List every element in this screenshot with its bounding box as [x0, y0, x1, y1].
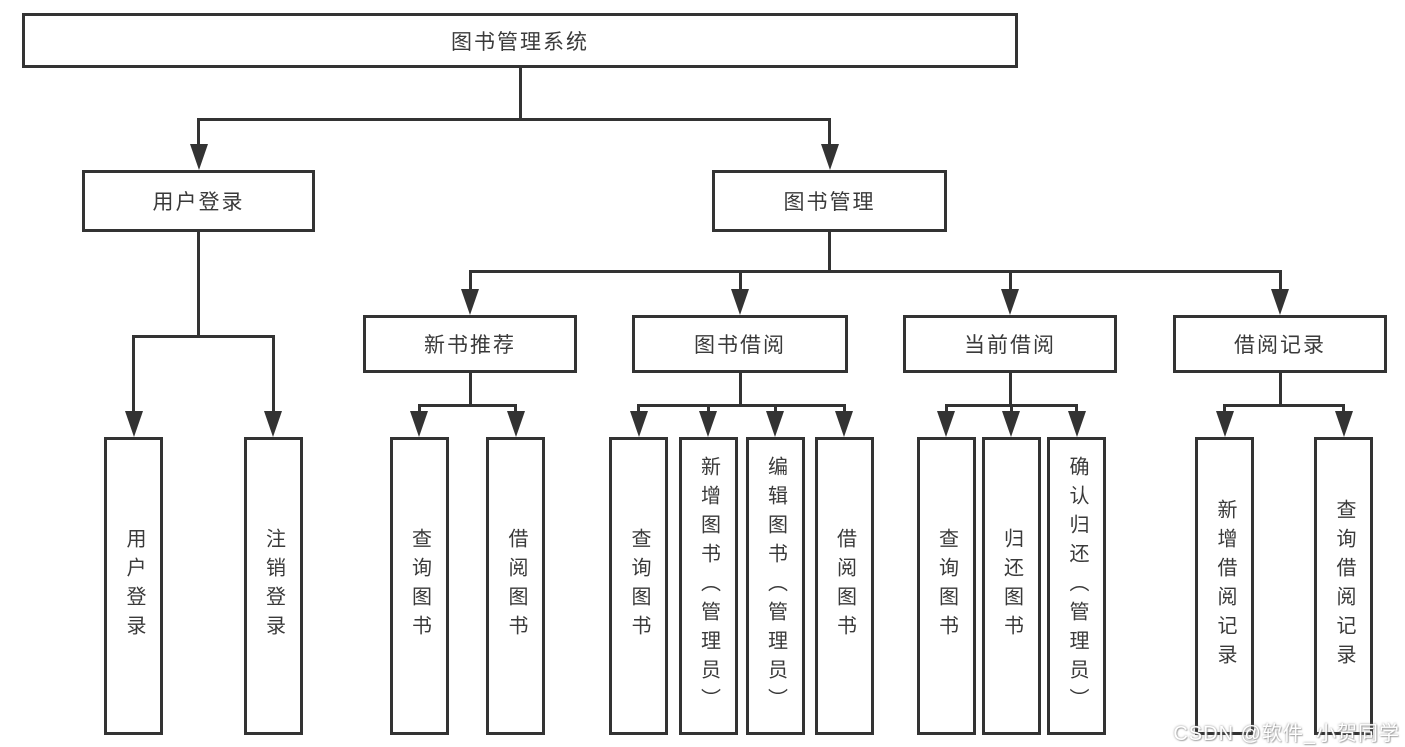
node-book-mgmt-label: 图书管理 [783, 191, 876, 214]
leaf-logout-label: 注销登录 [262, 528, 285, 644]
arrow-into-nb-borrow-icon [506, 411, 525, 437]
arrow-into-borrow-records-icon [1271, 289, 1289, 315]
connector-drop-cb-return [1010, 404, 1013, 416]
leaf-logout: 注销登录 [243, 437, 303, 735]
connector-drop-borrow-records [1279, 270, 1282, 292]
arrow-into-bb-borrow-icon [835, 411, 853, 437]
connector-borrow-records-rail [1223, 404, 1345, 407]
arrow-into-bb-add-icon [699, 411, 717, 437]
node-user-login: 用户登录 [82, 170, 315, 232]
connector-drop-bb-borrow [843, 404, 846, 416]
csdn-watermark: CSDN @软件_小贺同学 [1173, 723, 1400, 745]
connector-level2-rail [469, 270, 1281, 273]
leaf-bb-edit-books-admin-label: 编辑图书（管理员） [764, 455, 787, 717]
leaf-nb-query-books: 查询图书 [389, 437, 449, 735]
node-borrow-records: 借阅记录 [1173, 315, 1387, 373]
leaf-cb-return-books: 归还图书 [981, 437, 1041, 735]
leaf-bb-borrow-books-label: 借阅图书 [833, 528, 856, 644]
connector-drop-leaf-login [132, 335, 135, 415]
leaf-user-login-label: 用户登录 [123, 528, 145, 644]
leaf-nb-borrow-books-label: 借阅图书 [505, 528, 527, 644]
connector-drop-br-add [1223, 404, 1226, 416]
arrow-into-leaf-login-icon [124, 411, 143, 437]
arrow-into-leaf-logout-icon [264, 411, 282, 437]
connector-new-books-trunk [469, 373, 472, 405]
leaf-bb-edit-books-admin: 编辑图书（管理员） [745, 437, 805, 735]
leaf-bb-borrow-books: 借阅图书 [814, 437, 874, 735]
leaf-cb-return-books-label: 归还图书 [1000, 528, 1023, 644]
arrow-into-br-add-icon [1215, 411, 1234, 437]
leaf-cb-confirm-return-admin: 确认归还（管理员） [1047, 437, 1106, 735]
connector-drop-book-mgmt [828, 118, 831, 148]
leaf-br-add-record: 新增借阅记录 [1195, 437, 1254, 735]
node-book-borrow: 图书借阅 [632, 315, 848, 373]
leaf-cb-confirm-return-admin-label: 确认归还（管理员） [1066, 455, 1088, 717]
connector-root-trunk [519, 68, 522, 118]
connector-user-login-trunk [197, 232, 200, 336]
leaf-nb-borrow-books: 借阅图书 [486, 437, 545, 735]
connector-drop-bb-add [707, 404, 710, 416]
node-user-login-label: 用户登录 [152, 191, 245, 214]
leaf-br-add-record-label: 新增借阅记录 [1214, 499, 1236, 673]
node-root-label: 图书管理系统 [451, 30, 589, 54]
node-borrow-records-label: 借阅记录 [1234, 334, 1326, 357]
connector-new-books-rail [418, 404, 517, 407]
connector-drop-nb-borrow [514, 404, 517, 416]
arrow-into-bb-edit-icon [766, 411, 784, 437]
connector-book-borrow-rail [637, 404, 846, 407]
arrow-into-cb-confirm-icon [1067, 411, 1086, 437]
connector-drop-current-borrow [1009, 270, 1012, 292]
leaf-bb-query-books: 查询图书 [609, 437, 668, 735]
leaf-user-login: 用户登录 [104, 437, 163, 735]
connector-user-login-rail [132, 335, 274, 338]
connector-drop-bb-edit [774, 404, 777, 416]
arrow-into-book-borrow-icon [731, 289, 749, 315]
leaf-cb-query-books: 查询图书 [916, 437, 976, 735]
leaf-bb-query-books-label: 查询图书 [628, 528, 650, 644]
connector-borrow-records-trunk [1279, 373, 1282, 405]
connector-drop-bb-query [637, 404, 640, 416]
connector-current-borrow-trunk [1009, 373, 1012, 405]
node-root: 图书管理系统 [22, 13, 1018, 68]
node-new-books-label: 新书推荐 [424, 334, 516, 357]
connector-drop-cb-confirm [1075, 404, 1078, 416]
leaf-nb-query-books-label: 查询图书 [408, 528, 431, 644]
arrow-into-bb-query-icon [629, 411, 648, 437]
connector-drop-user-login [197, 118, 200, 148]
connector-level1-rail [197, 118, 831, 121]
connector-book-borrow-trunk [739, 373, 742, 405]
leaf-bb-add-books-admin-label: 新增图书（管理员） [697, 455, 720, 717]
connector-drop-leaf-logout [272, 335, 275, 415]
node-book-borrow-label: 图书借阅 [694, 334, 786, 357]
leaf-br-query-record: 查询借阅记录 [1314, 437, 1373, 735]
arrow-into-new-books-icon [461, 289, 479, 315]
arrow-into-cb-query-icon [937, 411, 955, 437]
connector-drop-new-books [469, 270, 472, 292]
arrow-into-current-borrow-icon [1001, 289, 1019, 315]
arrow-into-book-mgmt-icon [820, 144, 839, 170]
arrow-into-br-query-icon [1334, 411, 1353, 437]
connector-drop-book-borrow [739, 270, 742, 292]
node-current-borrow-label: 当前借阅 [964, 334, 1056, 357]
arrow-into-nb-query-icon [410, 411, 428, 437]
node-new-books: 新书推荐 [363, 315, 577, 373]
arrow-into-user-login-icon [189, 144, 208, 170]
arrow-into-cb-return-icon [1002, 411, 1020, 437]
node-book-mgmt: 图书管理 [712, 170, 947, 232]
connector-drop-cb-query [945, 404, 948, 416]
leaf-br-query-record-label: 查询借阅记录 [1333, 499, 1355, 673]
leaf-cb-query-books-label: 查询图书 [935, 528, 958, 644]
connector-drop-br-query [1342, 404, 1345, 416]
node-current-borrow: 当前借阅 [903, 315, 1117, 373]
connector-drop-nb-query [418, 404, 421, 416]
connector-book-mgmt-trunk [828, 232, 831, 272]
leaf-bb-add-books-admin: 新增图书（管理员） [678, 437, 738, 735]
